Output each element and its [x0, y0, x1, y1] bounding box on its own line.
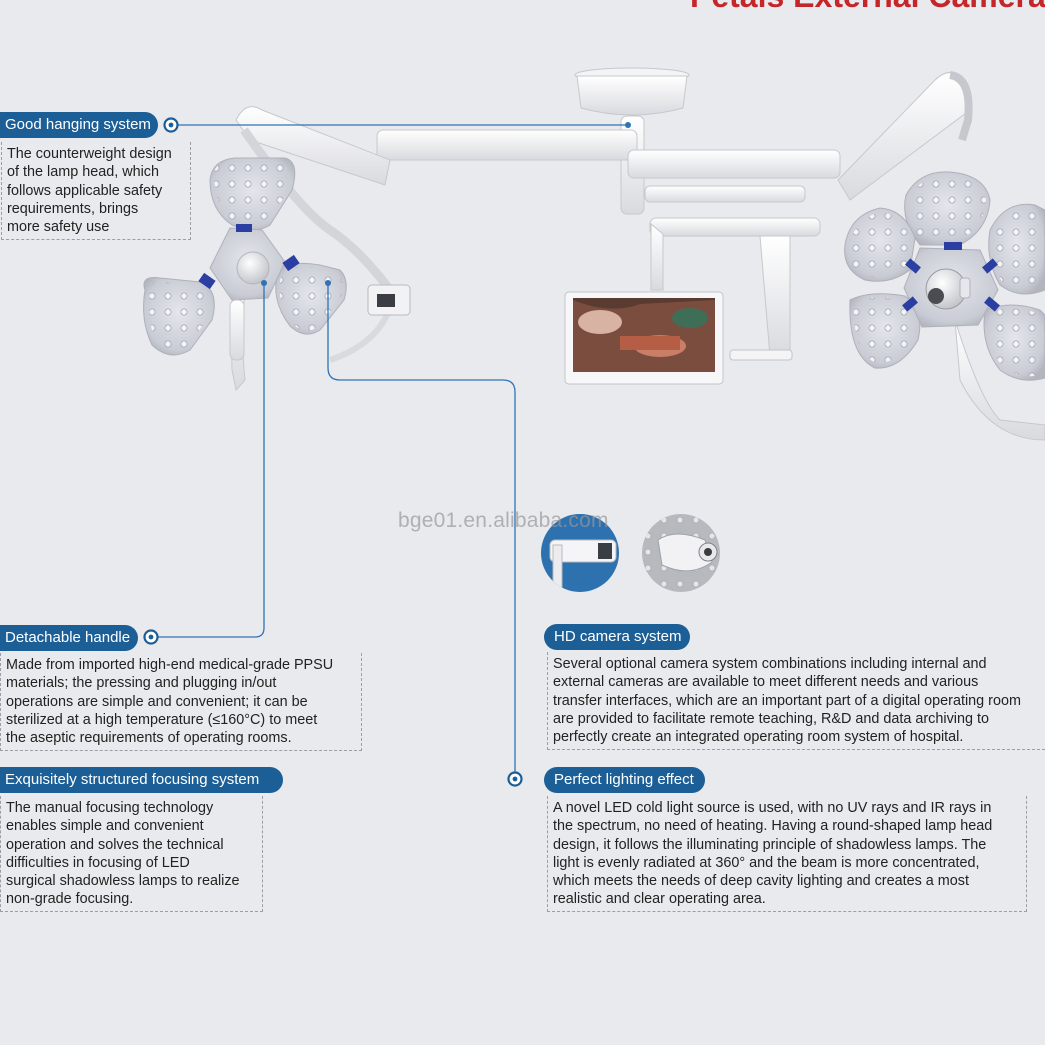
desc-line: which meets the needs of deep cavity lig…: [553, 873, 969, 890]
camera-detail-photo: [541, 514, 619, 592]
feature-desc-hd-camera-system: Several optional camera system combinati…: [547, 652, 1045, 750]
desc-line: surgical shadowless lamps to realize: [6, 873, 240, 890]
watermark: bge01.en.alibaba.com: [398, 509, 609, 532]
lamp-handle-detail-photo: [642, 514, 720, 592]
desc-line: of the lamp head, which: [7, 164, 159, 181]
feature-tag-detachable-handle: Detachable handle: [0, 625, 138, 651]
feature-tag-lighting-effect: Perfect lighting effect: [544, 767, 705, 793]
desc-line: realistic and clear operating area.: [553, 891, 766, 908]
feature-desc-focusing-system: The manual focusing technology enables s…: [0, 796, 263, 912]
desc-line: the spectrum, no need of heating. Having…: [553, 818, 993, 835]
desc-line: requirements, brings: [7, 200, 139, 217]
desc-line: non-grade focusing.: [6, 891, 134, 908]
feature-tag-hanging-system: Good hanging system: [0, 112, 158, 138]
desc-line: perfectly create an integrated operating…: [553, 729, 964, 746]
desc-line: The manual focusing technology: [6, 800, 214, 816]
desc-line: light is evenly radiated at 360° and the…: [553, 854, 980, 871]
desc-line: design, it follows the illuminating prin…: [553, 836, 987, 853]
desc-line: materials; the pressing and plugging in/…: [6, 675, 277, 692]
desc-line: follows applicable safety: [7, 182, 163, 199]
feature-desc-detachable-handle: Made from imported high-end medical-grad…: [0, 653, 362, 751]
leader-anchor-dots: [261, 122, 631, 286]
desc-line: operation and solves the technical: [6, 836, 224, 853]
desc-line: transfer interfaces, which are an import…: [553, 692, 1021, 709]
desc-line: Made from imported high-end medical-grad…: [6, 657, 334, 673]
desc-line: Several optional camera system combinati…: [553, 656, 987, 672]
feature-tag-hd-camera-system: HD camera system: [544, 624, 690, 650]
desc-line: are provided to facilitate remote teachi…: [553, 710, 989, 727]
desc-line: enables simple and convenient: [6, 818, 204, 835]
ceiling-mount: [235, 67, 973, 363]
desc-line: The counterweight design: [7, 146, 172, 162]
desc-line: A novel LED cold light source is used, w…: [553, 800, 992, 816]
leader-target-rings: [143, 117, 523, 787]
five-petal-lamp: [844, 171, 1045, 441]
surgical-monitor: [564, 291, 793, 385]
leader-lines: [157, 124, 628, 779]
desc-line: external cameras are available to meet d…: [553, 674, 979, 691]
feature-desc-hanging-system: The counterweight design of the lamp hea…: [1, 142, 191, 240]
desc-line: operations are simple and convenient; it…: [6, 693, 308, 710]
desc-line: sterilized at a high temperature (≤160°C…: [6, 711, 318, 728]
external-camera-box: [367, 284, 411, 316]
feature-desc-lighting-effect: A novel LED cold light source is used, w…: [547, 796, 1027, 912]
feature-tag-focusing-system: Exquisitely structured focusing system: [0, 767, 283, 793]
desc-line: the aseptic requirements of operating ro…: [6, 730, 292, 747]
page-headline: Petals External Camera: [690, 0, 1045, 15]
desc-line: difficulties in focusing of LED: [6, 854, 190, 871]
desc-line: more safety use: [7, 219, 110, 236]
